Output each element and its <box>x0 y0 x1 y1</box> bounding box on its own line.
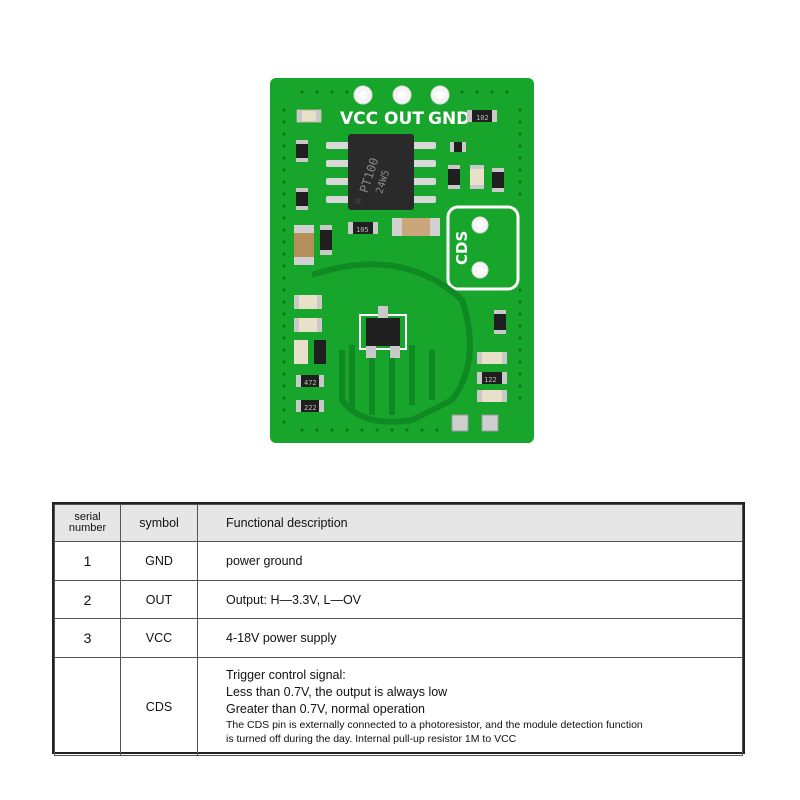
silk-label-out: OUT <box>384 109 424 129</box>
smd-components-top: 102 105 <box>294 109 504 265</box>
resistor-label-105: 105 <box>356 226 369 234</box>
ic-body <box>348 134 414 210</box>
pin-table: serial number symbol Functional descript… <box>54 504 743 756</box>
silk-label-cds: CDS <box>453 231 471 265</box>
table-row: 3 VCC 4-18V power supply <box>54 618 743 658</box>
cell-description: Output: H—3.3V, L—OV <box>197 580 743 619</box>
header-serial-number: serial number <box>54 504 121 542</box>
smd-components-bottom: 472 222 122 <box>294 295 507 432</box>
main-ic: PT100 24W5 <box>326 134 436 210</box>
cell-description: 4-18V power supply <box>197 618 743 658</box>
antenna-trace <box>311 261 473 425</box>
cell-description: Trigger control signal: Less than 0.7V, … <box>197 657 743 756</box>
cell-symbol: GND <box>120 541 198 581</box>
cell-serial: 3 <box>54 618 121 658</box>
cell-serial: 1 <box>54 541 121 581</box>
cds-pad: CDS <box>446 205 520 291</box>
description-line: Less than 0.7V, the output is always low <box>226 685 448 699</box>
edge-vias <box>282 90 522 432</box>
description-line: Greater than 0.7V, normal operation <box>226 702 425 716</box>
cell-symbol: OUT <box>120 580 198 619</box>
resistor-label-472: 472 <box>304 379 317 387</box>
pcb-board: VCC OUT GND PT100 24W5 102 <box>270 78 534 443</box>
cell-serial <box>54 657 121 756</box>
resistor-label-222: 222 <box>304 404 317 412</box>
table-row: 1 GND power ground <box>54 541 743 581</box>
silk-label-vcc: VCC <box>340 109 378 129</box>
resistor-label-102-top: 102 <box>476 114 489 122</box>
table-row: 2 OUT Output: H—3.3V, L—OV <box>54 580 743 619</box>
table-row: CDS Trigger control signal: Less than 0.… <box>54 657 743 756</box>
table-header-row: serial number symbol Functional descript… <box>54 504 743 542</box>
cell-symbol: CDS <box>120 657 198 756</box>
description-note: The CDS pin is externally connected to a… <box>226 719 643 731</box>
cell-symbol: VCC <box>120 618 198 658</box>
description-line: Trigger control signal: <box>226 668 346 682</box>
pin-hole-out-center <box>398 91 406 99</box>
cell-serial: 2 <box>54 580 121 619</box>
header-pins <box>353 85 450 105</box>
header-functional-description: Functional description <box>197 504 743 542</box>
pin-hole-vcc-center <box>359 91 367 99</box>
header-symbol: symbol <box>120 504 198 542</box>
pcb-module-photo: VCC OUT GND PT100 24W5 102 <box>262 70 542 445</box>
silk-label-gnd: GND <box>428 109 470 129</box>
description-note: is turned off during the day. Internal p… <box>226 733 517 745</box>
center-transistor <box>359 306 407 358</box>
pin-description-table: serial number symbol Functional descript… <box>52 502 745 756</box>
cell-description: power ground <box>197 541 743 581</box>
pin-hole-gnd-center <box>436 91 444 99</box>
resistor-label-122: 122 <box>484 376 497 384</box>
